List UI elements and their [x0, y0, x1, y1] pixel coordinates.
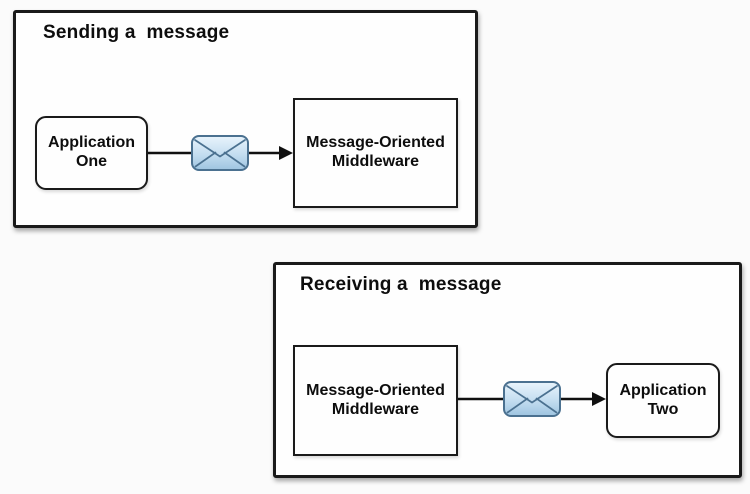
arrow-head-icon — [279, 146, 293, 160]
application-two-label: Application Two — [619, 381, 707, 418]
panel-receiving: Receiving a message Message-Oriented Mid… — [273, 262, 742, 478]
message-flow-sending — [148, 135, 293, 171]
arrow-head-icon — [592, 392, 606, 406]
message-flow-receiving — [458, 381, 606, 417]
application-one-box: Application One — [35, 116, 148, 190]
middleware-box-receiving: Message-Oriented Middleware — [293, 345, 458, 456]
panel-sending-title: Sending a message — [43, 22, 230, 43]
middleware-label-sending: Message-Oriented Middleware — [306, 134, 445, 170]
envelope-icon — [503, 381, 561, 417]
envelope-icon — [191, 135, 249, 171]
middleware-box-sending: Message-Oriented Middleware — [293, 98, 458, 208]
panel-sending: Sending a message Application One Messag… — [13, 10, 478, 228]
application-two-box: Application Two — [606, 363, 720, 438]
application-one-label: Application One — [47, 134, 136, 170]
panel-receiving-title: Receiving a message — [300, 274, 502, 295]
middleware-label-receiving: Message-Oriented Middleware — [306, 381, 445, 418]
